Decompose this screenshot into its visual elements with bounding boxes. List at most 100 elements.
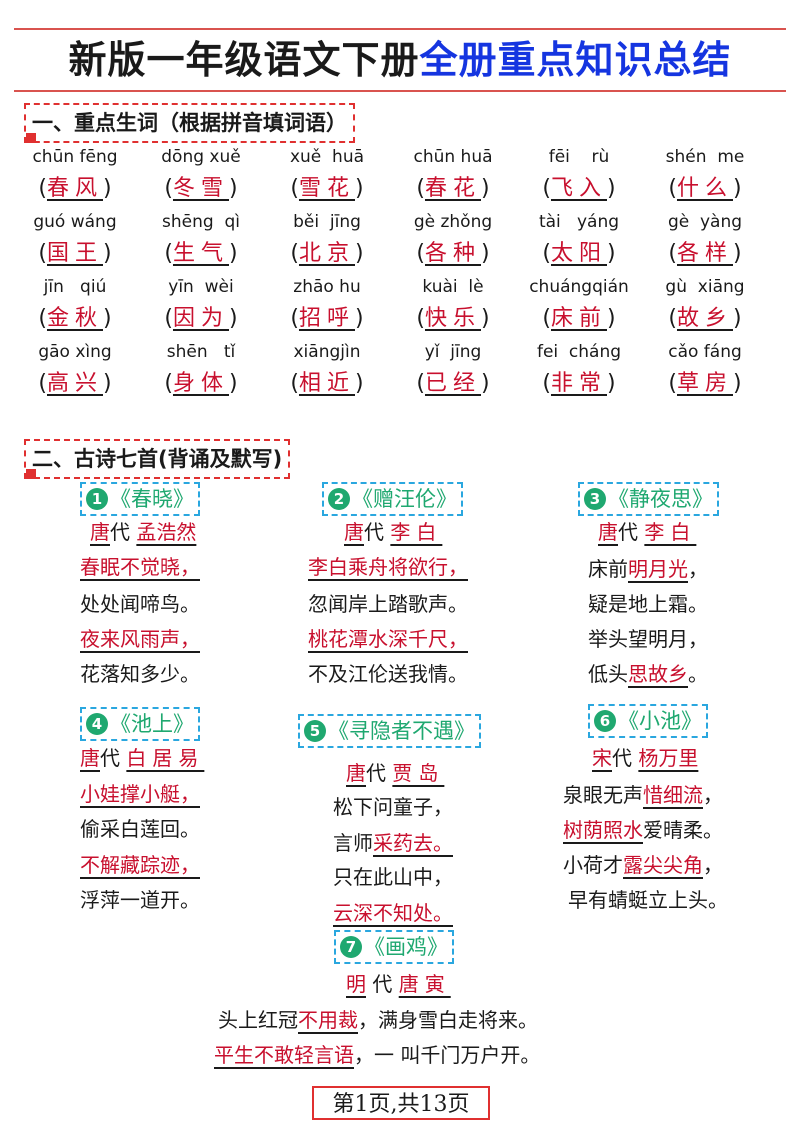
vocab-answer: 各样 xyxy=(676,241,733,266)
poem-line: 小荷才露尖尖角， xyxy=(563,853,723,877)
vocab-answer: 已经 xyxy=(424,371,481,396)
poem-line: 处处闻啼鸟。 xyxy=(80,592,200,616)
vocab-word: (床前) xyxy=(542,306,616,331)
poem-title: 4《池上》 xyxy=(80,707,200,741)
poem-line: 春眠不觉晓， xyxy=(80,555,200,579)
poem-line: 李白乘舟将欲行， xyxy=(308,555,468,579)
section-heading-poems: 二、古诗七首(背诵及默写) xyxy=(24,439,291,479)
poem-line: 忽闻岸上踏歌声。 xyxy=(308,592,468,616)
vocab-answer: 太阳 xyxy=(550,241,607,266)
vocab-pinyin: gāo xìng xyxy=(38,342,112,362)
vocab-answer: 雪花 xyxy=(298,176,355,201)
poem-author: 唐代 李白 xyxy=(598,520,697,544)
poem-line: 床前明月光， xyxy=(588,557,708,581)
page-number: 第1页,共13页 xyxy=(312,1086,490,1120)
vocab-word: (飞入) xyxy=(542,176,616,201)
vocab-answer: 冬雪 xyxy=(172,176,229,201)
vocab-word: (春风) xyxy=(38,176,112,201)
poem-author: 明 代 唐寅 xyxy=(346,972,451,996)
poem-title: 5《寻隐者不遇》 xyxy=(298,714,481,748)
poem-author: 唐代 白居易 xyxy=(80,746,205,770)
vocab-word: (各样) xyxy=(668,241,742,266)
poem-title: 2《赠汪伦》 xyxy=(322,482,463,516)
vocab-pinyin: jīn qiú xyxy=(43,277,107,297)
poem-title: 7《画鸡》 xyxy=(334,930,454,964)
vocab-word: (故乡) xyxy=(668,306,742,331)
vocab-word: (太阳) xyxy=(542,241,616,266)
poem-line: 平生不敢轻言语，一 叫千门万户开。 xyxy=(214,1043,541,1067)
poem-line: 泉眼无声惜细流， xyxy=(563,783,723,807)
vocab-pinyin: shēng qì xyxy=(162,212,240,232)
vocab-answer: 因为 xyxy=(172,306,229,331)
poem-line: 疑是地上霜。 xyxy=(588,592,708,616)
poem-line: 夜来风雨声， xyxy=(80,627,200,651)
vocab-pinyin: kuài lè xyxy=(422,277,484,297)
vocab-word: (因为) xyxy=(164,306,238,331)
poem-line: 树荫照水爱晴柔。 xyxy=(563,818,723,842)
poem-line: 早有蜻蜓立上头。 xyxy=(568,888,728,912)
vocab-pinyin: chūn fēng xyxy=(32,147,118,167)
vocab-answer: 北京 xyxy=(298,241,355,266)
poem-line: 浮萍一道开。 xyxy=(80,888,200,912)
vocab-pinyin: xiāngjìn xyxy=(293,342,361,362)
poem-line: 小娃撑小艇， xyxy=(80,782,200,806)
vocab-pinyin: chūn huā xyxy=(413,147,493,167)
poem-line: 只在此山中， xyxy=(333,865,453,889)
vocab-pinyin: fei cháng xyxy=(536,342,622,362)
poem-line: 花落知多少。 xyxy=(80,662,200,686)
poem-line: 偷采白莲回。 xyxy=(80,817,200,841)
vocab-word: (相近) xyxy=(290,371,364,396)
vocab-answer: 飞入 xyxy=(550,176,607,201)
vocab-answer: 什么 xyxy=(676,176,733,201)
vocab-word: (冬雪) xyxy=(164,176,238,201)
vocab-pinyin: cǎo fáng xyxy=(668,342,742,362)
poem-author: 唐代 李白 xyxy=(344,520,443,544)
vocab-answer: 身体 xyxy=(172,371,229,396)
poem-line: 言师采药去。 xyxy=(333,831,453,855)
poem-line: 松下问童子， xyxy=(333,795,453,819)
vocab-pinyin: xuě huā xyxy=(289,147,365,167)
poem-author: 唐代 孟浩然 xyxy=(90,520,197,544)
title-top-rule xyxy=(14,28,786,30)
vocab-pinyin: yǐ jīng xyxy=(424,342,482,362)
vocab-word: (金秋) xyxy=(38,306,112,331)
vocab-answer: 草房 xyxy=(676,371,733,396)
vocab-answer: 相近 xyxy=(298,371,355,396)
vocab-answer: 非常 xyxy=(550,371,607,396)
vocab-pinyin: dōng xuě xyxy=(161,147,241,167)
poem-line: 低头思故乡。 xyxy=(588,662,708,686)
vocab-word: (草房) xyxy=(668,371,742,396)
vocab-answer: 快乐 xyxy=(424,306,481,331)
vocab-word: (高兴) xyxy=(38,371,112,396)
vocab-pinyin: gè zhǒng xyxy=(413,212,493,232)
vocab-word: (北京) xyxy=(290,241,364,266)
poem-line: 不解藏踪迹， xyxy=(80,853,200,877)
poem-line: 头上红冠不用裁，满身雪白走将来。 xyxy=(218,1008,538,1032)
vocab-word: (雪花) xyxy=(290,176,364,201)
poem-author: 宋代 杨万里 xyxy=(592,746,699,770)
vocab-word: (已经) xyxy=(416,371,490,396)
vocab-word: (快乐) xyxy=(416,306,490,331)
vocab-word: (什么) xyxy=(668,176,742,201)
vocab-pinyin: gù xiāng xyxy=(665,277,745,297)
vocab-word: (非常) xyxy=(542,371,616,396)
vocab-pinyin: zhāo hu xyxy=(293,277,361,297)
vocab-pinyin: fēi rù xyxy=(548,147,610,167)
vocab-word: (各种) xyxy=(416,241,490,266)
vocab-pinyin: chuángqián xyxy=(529,277,629,297)
vocab-pinyin: tài yáng xyxy=(538,212,620,232)
vocab-pinyin: yīn wèi xyxy=(168,277,234,297)
poem-title: 3《静夜思》 xyxy=(578,482,719,516)
vocab-answer: 春花 xyxy=(424,176,481,201)
vocab-answer: 床前 xyxy=(550,306,607,331)
page-title: 新版一年级语文下册全册重点知识总结 xyxy=(68,38,732,82)
vocab-answer: 生气 xyxy=(172,241,229,266)
vocab-pinyin: guó wáng xyxy=(33,212,117,232)
vocab-answer: 高兴 xyxy=(46,371,103,396)
poem-title: 1《春晓》 xyxy=(80,482,200,516)
poem-line: 不及江伦送我情。 xyxy=(308,662,468,686)
vocab-word: (国王) xyxy=(38,241,112,266)
poem-line: 举头望明月， xyxy=(588,627,708,651)
poem-author: 唐代 贾岛 xyxy=(346,761,445,785)
poem-line: 云深不知处。 xyxy=(333,901,453,925)
